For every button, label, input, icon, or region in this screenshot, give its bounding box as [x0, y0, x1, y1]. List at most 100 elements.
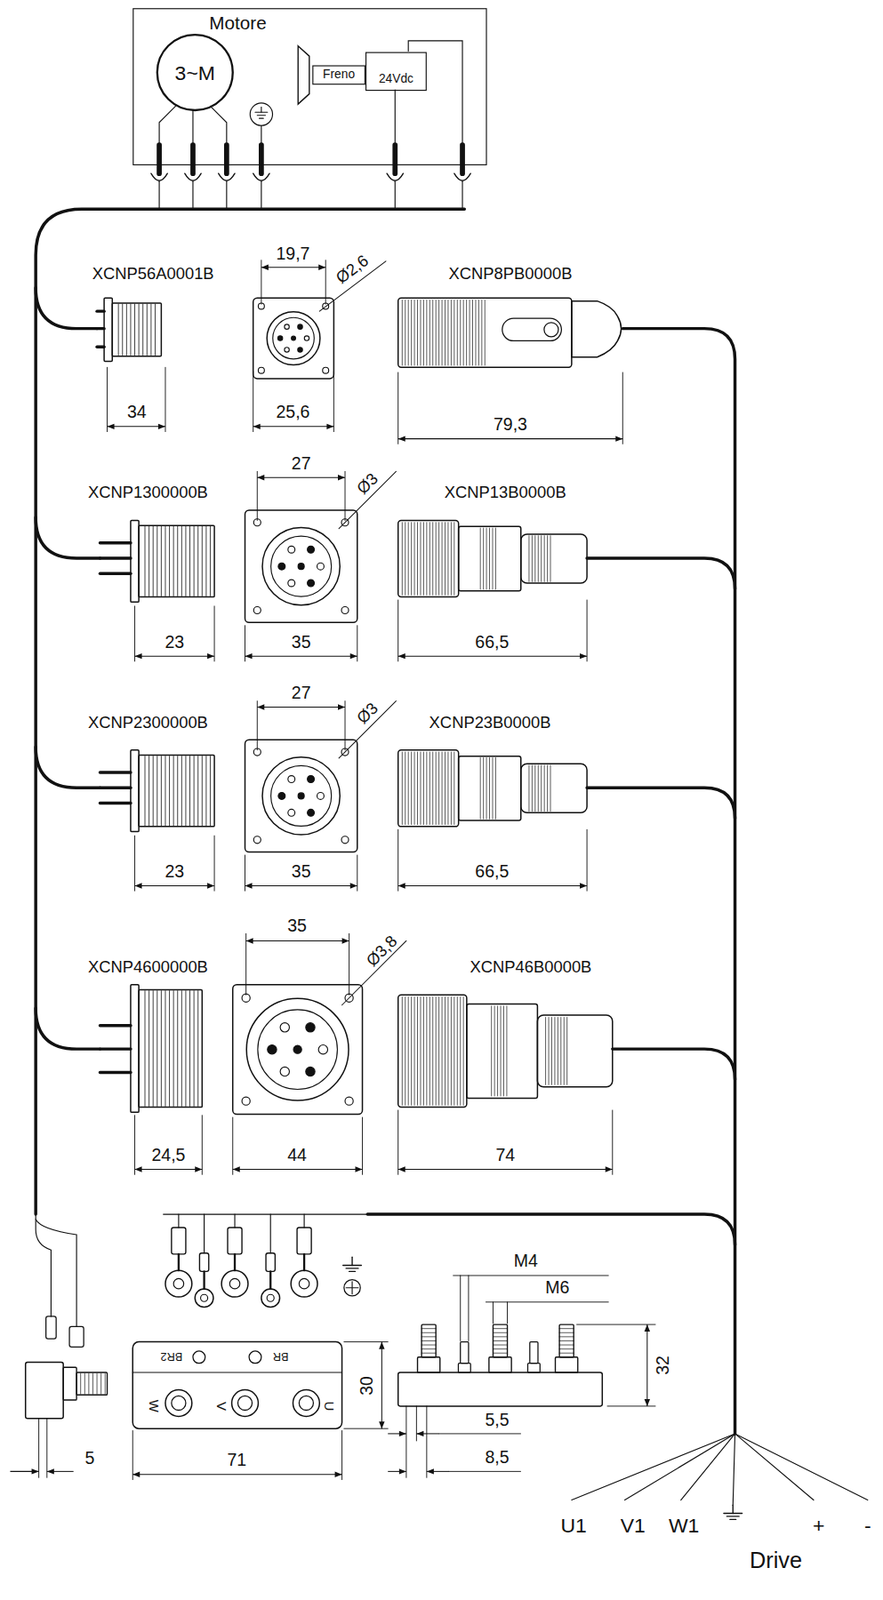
connector-pin: [100, 556, 131, 560]
node-text: 3~M: [175, 61, 216, 84]
knurl-line: [465, 300, 467, 366]
thread-line: [181, 991, 183, 1108]
thread-line: [193, 756, 195, 827]
dimension: 23: [164, 633, 185, 652]
thread-line: [84, 1373, 86, 1395]
thread-line: [173, 526, 175, 596]
extension-line: [256, 471, 258, 521]
cable: [35, 1008, 100, 1050]
ring-lug: [290, 1270, 318, 1298]
knurl-line: [414, 752, 416, 826]
terminal-stud: [559, 1324, 574, 1358]
connector-ring: [246, 998, 349, 1101]
knurl-line: [438, 997, 440, 1107]
thread-line: [189, 526, 191, 596]
pin-socket: [386, 173, 403, 181]
ground-symbol: [723, 1513, 743, 1515]
knurl-line: [447, 752, 449, 826]
terminal-nut: [489, 1357, 512, 1373]
thread-line: [197, 991, 199, 1108]
thread-line: [80, 1373, 81, 1395]
ring-lug-hole: [266, 1294, 274, 1302]
signal-name: W1: [668, 1515, 699, 1538]
plug-knurl: [398, 297, 572, 368]
extension-line: [397, 372, 399, 444]
connector-flange: [130, 750, 139, 833]
cable: [586, 558, 735, 589]
cable-core: [461, 181, 463, 209]
knurl-line: [540, 536, 542, 583]
thread-line: [197, 526, 199, 596]
terminal-nut: [417, 1357, 441, 1373]
ring-lug: [261, 1289, 281, 1309]
connector-insert: [257, 1010, 338, 1091]
thread-line: [164, 526, 166, 596]
contact-pin: [297, 793, 305, 800]
cable-core: [203, 1214, 205, 1254]
thread-line: [193, 991, 195, 1108]
knurl-line: [404, 752, 406, 826]
contact-pin: [297, 324, 303, 330]
part-number: XCNP8PB0000B: [449, 264, 573, 283]
contact-pin: [297, 563, 305, 570]
brake-supply-box: 24Vdc: [365, 52, 427, 92]
thread-line: [164, 756, 166, 827]
knurl-line: [435, 300, 437, 366]
knurl-line: [489, 757, 490, 819]
knurl-line: [537, 765, 539, 812]
extension-line: [134, 1115, 136, 1176]
connector-pin: [258, 144, 265, 174]
dimension-line: [387, 1471, 407, 1473]
thread-line: [144, 991, 146, 1108]
thread-line: [156, 991, 158, 1108]
thread-line: [193, 526, 195, 596]
cable-core: [192, 181, 193, 209]
knurl-line: [478, 300, 480, 366]
thread-line: [144, 526, 146, 596]
knurl-line: [441, 997, 443, 1107]
connector-pin: [100, 1071, 131, 1075]
knurl-line: [544, 765, 546, 812]
extension-line: [201, 1115, 203, 1176]
knurl-line: [417, 752, 418, 826]
dimension: 8,5: [484, 1449, 509, 1469]
knurl-line: [414, 997, 416, 1107]
extension-line: [106, 367, 108, 432]
ring-lug-hole: [298, 1278, 309, 1289]
lug-sleeve: [297, 1228, 312, 1255]
thread-line: [184, 756, 186, 827]
knurl-line: [419, 997, 421, 1107]
connector-insert: [271, 536, 332, 597]
extension-line: [397, 1110, 399, 1175]
extension-line: [345, 701, 346, 751]
cable: [622, 329, 735, 1435]
knurl-line: [447, 522, 449, 596]
knurl-line: [491, 757, 493, 819]
ground-symbol: [732, 1505, 734, 1514]
connector-body: [138, 990, 202, 1108]
connector-pin: [156, 144, 162, 174]
mounting-hole: [345, 1097, 354, 1106]
cable: [35, 746, 100, 788]
dimension-line: [135, 1169, 203, 1171]
connector-pin: [100, 802, 131, 805]
part-number: XCNP23B0000B: [429, 714, 552, 732]
dimension: 30: [358, 1376, 378, 1397]
knurl-line: [408, 752, 410, 826]
knurl-line: [423, 300, 425, 366]
knurl-line: [490, 1006, 492, 1097]
knurl-line: [432, 300, 434, 366]
extension-line: [459, 1276, 461, 1341]
cable-core: [270, 1214, 272, 1254]
thread-line: [126, 304, 128, 355]
knurl-line: [553, 1018, 555, 1086]
thread-line: [150, 304, 152, 355]
mounting-hole: [322, 367, 330, 374]
knurl-line: [486, 528, 488, 590]
brake-terminal: [192, 1351, 206, 1365]
thread-line: [104, 1373, 106, 1395]
connector-pin: [96, 327, 105, 330]
extension-line: [586, 600, 588, 662]
power-terminal: [232, 1390, 259, 1418]
